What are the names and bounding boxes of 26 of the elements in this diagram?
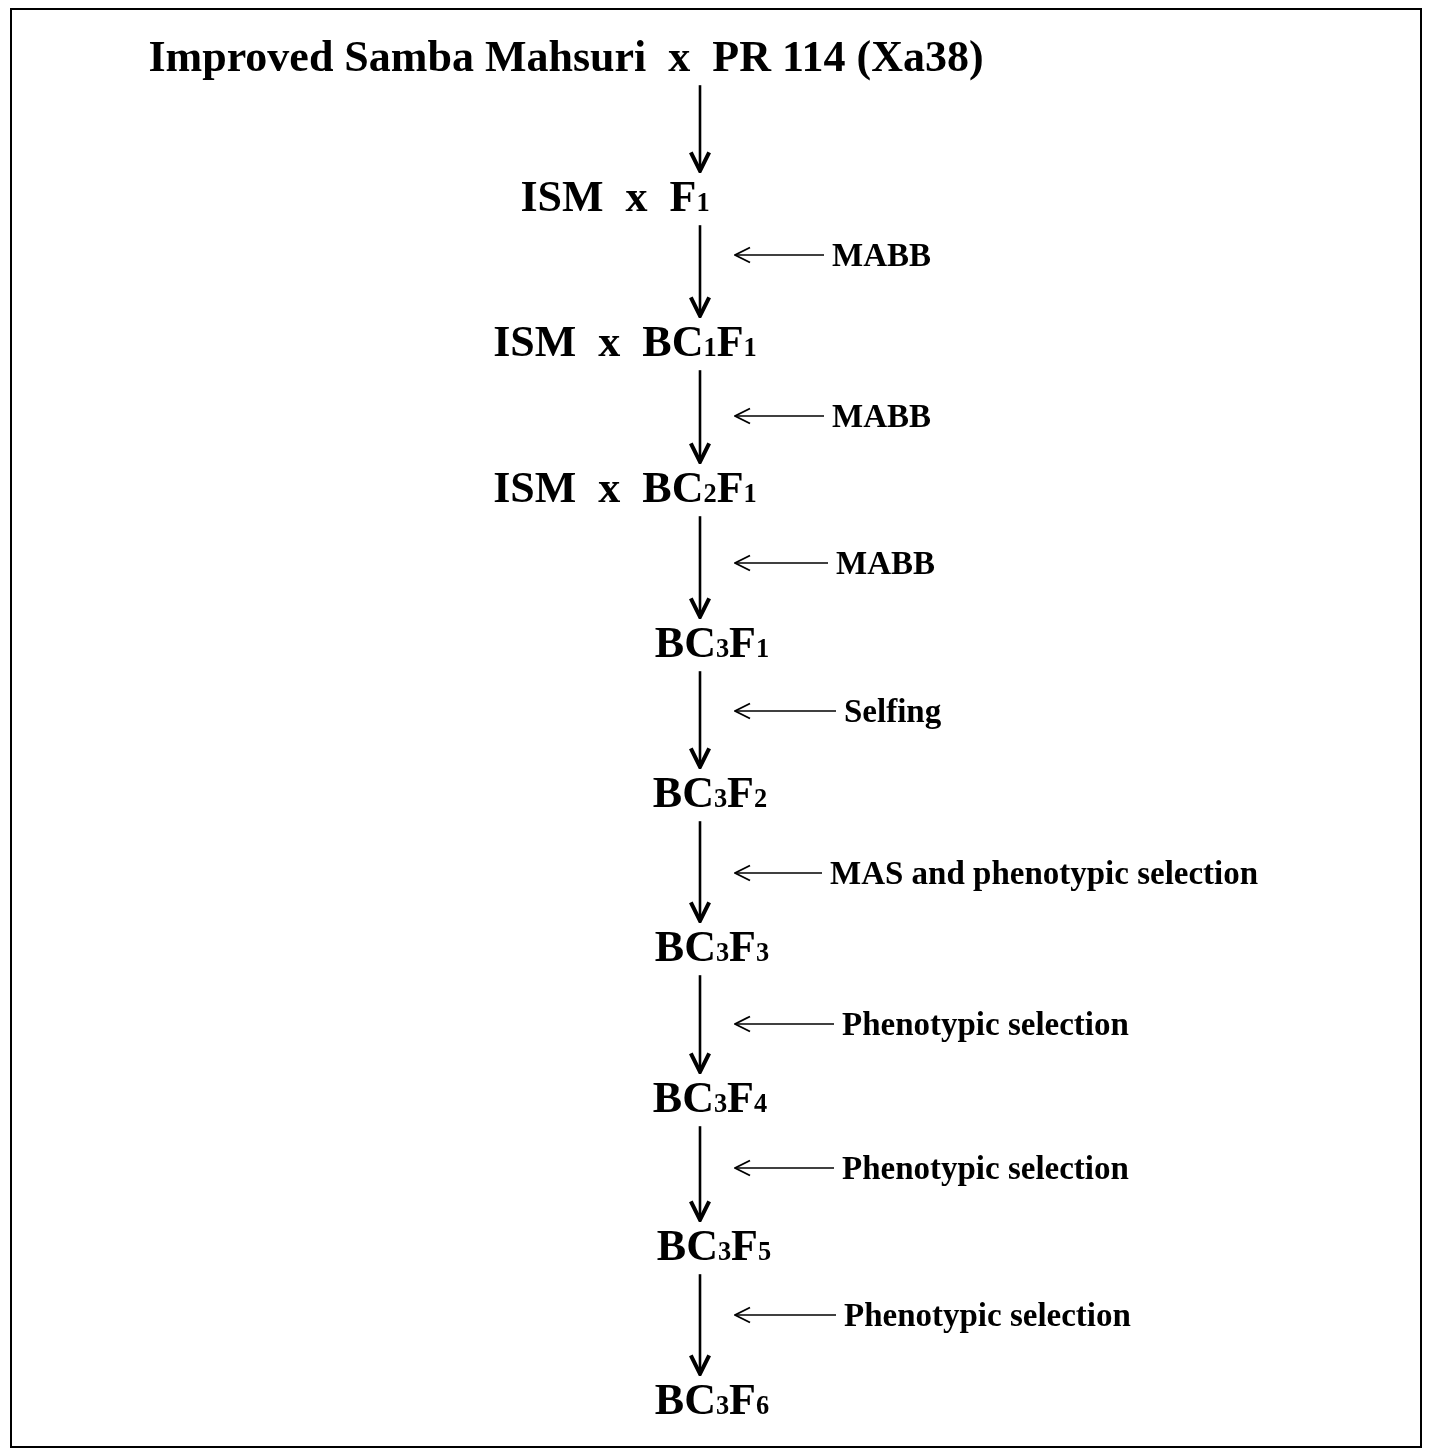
step-label: MAS and phenotypic selection <box>830 854 1259 892</box>
arrow <box>734 246 825 264</box>
step-label: Phenotypic selection <box>844 1296 1131 1334</box>
arrow <box>734 864 823 882</box>
step-label: MABB <box>836 544 935 582</box>
arrow <box>688 821 712 923</box>
arrow <box>688 1274 712 1376</box>
step-label: Phenotypic selection <box>842 1149 1129 1187</box>
step-label: MABB <box>832 236 931 274</box>
arrow <box>688 370 712 464</box>
step-label: Phenotypic selection <box>842 1005 1129 1043</box>
arrow <box>688 671 712 769</box>
arrow <box>734 554 829 572</box>
arrow <box>688 85 712 173</box>
generation-label: Improved Samba Mahsuri x PR 114 (Xa38) <box>148 32 984 82</box>
arrow <box>734 1159 835 1177</box>
arrow <box>688 225 712 318</box>
arrow <box>734 1015 835 1033</box>
arrow <box>688 516 712 619</box>
arrow <box>688 975 712 1074</box>
arrow <box>688 1126 712 1222</box>
step-label: Selfing <box>844 692 942 730</box>
arrow <box>734 407 825 425</box>
arrow <box>734 1306 837 1324</box>
arrow <box>734 702 837 720</box>
step-label: MABB <box>832 397 931 435</box>
